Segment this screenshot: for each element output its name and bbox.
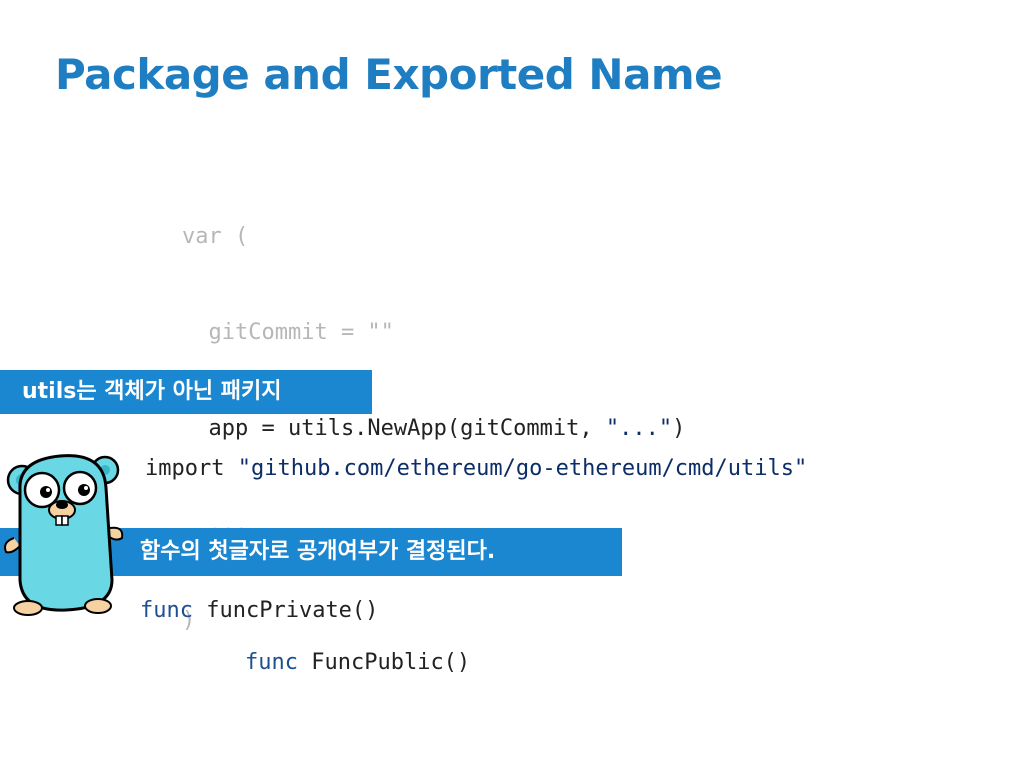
slide-title: Package and Exported Name [55, 50, 723, 99]
note-badge-tail [350, 370, 372, 414]
import-statement: import "github.com/ethereum/go-ethereum/… [145, 456, 807, 481]
import-path: "github.com/ethereum/go-ethereum/cmd/uti… [237, 456, 808, 481]
code-app-assign: app = utils.NewApp(gitCommit, [182, 416, 606, 441]
code-line-app: app = utils.NewApp(gitCommit, "...") [182, 413, 685, 445]
code-app-string: "..." [605, 416, 673, 441]
note-utils-package: utils는 객체가 아닌 패키지 [0, 370, 372, 414]
code-app-close: ) [672, 416, 686, 441]
func-private-name: funcPrivate() [206, 598, 379, 623]
func-public-name: FuncPublic() [311, 650, 471, 675]
func-public-keyword: func [245, 650, 312, 675]
func-public: func FuncPublic() [245, 650, 470, 675]
code-line-gitcommit: gitCommit = "" [182, 320, 394, 345]
code-line-var-close: ) [182, 608, 196, 633]
func-private-keyword: func [140, 598, 207, 623]
var-code-block: var ( gitCommit = "" app = utils.NewApp(… [182, 157, 685, 669]
go-gopher-icon [4, 454, 124, 616]
note-utils-text: utils는 객체가 아닌 패키지 [22, 379, 282, 404]
code-line-var-open: var ( [182, 224, 249, 249]
import-keyword: import [145, 456, 238, 481]
func-private: func funcPrivate() [140, 598, 378, 623]
